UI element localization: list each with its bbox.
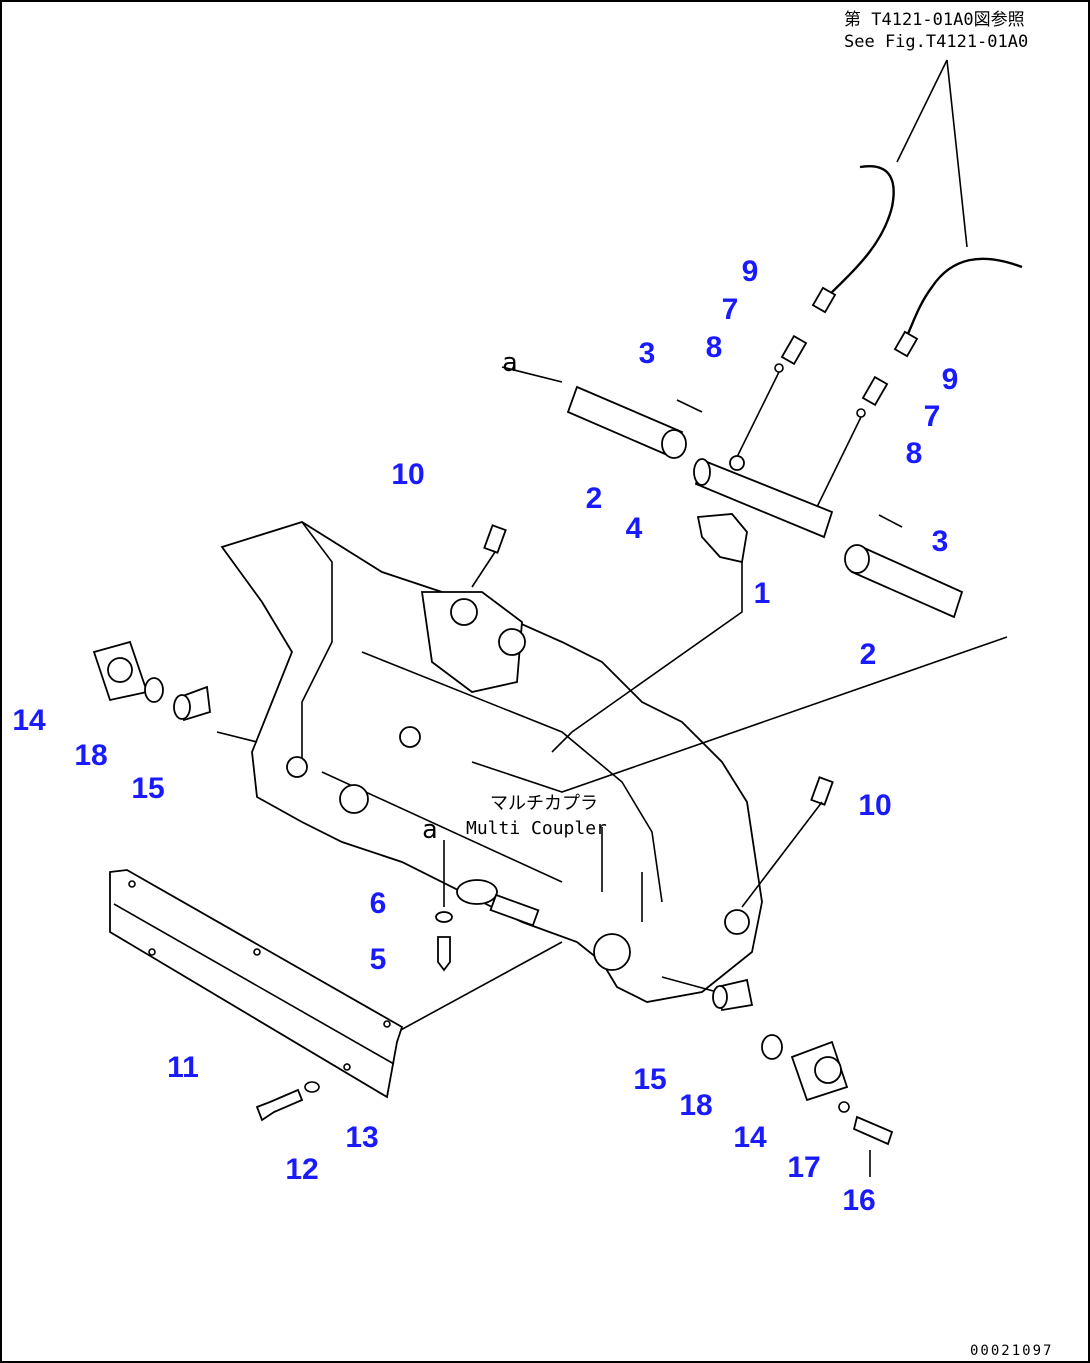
- hose-fittings: [736, 286, 919, 508]
- callout-number: 10: [858, 789, 892, 822]
- figure-code: 00021097: [970, 1343, 1054, 1359]
- reference-jp: 第 T4121-01A0図参照: [844, 10, 1025, 30]
- callout-number: 6: [369, 887, 387, 920]
- callout-number: 12: [285, 1153, 319, 1186]
- callout-number: 1: [753, 577, 771, 610]
- callout-number: 2: [859, 638, 877, 671]
- right-flange-parts: [712, 978, 894, 1177]
- reference-arrows: [821, 59, 1023, 348]
- callout-number: 16: [842, 1184, 876, 1217]
- cover-bolt-parts: [255, 1081, 320, 1122]
- reference-en: See Fig.T4121-01A0: [844, 32, 1029, 52]
- small-parts: [216, 524, 834, 993]
- callout-number: 8: [705, 331, 723, 364]
- cover-plate: [109, 869, 404, 1099]
- callout-number: 11: [167, 1051, 199, 1084]
- callout-number: 3: [931, 525, 949, 558]
- callout-number: 18: [74, 739, 108, 772]
- callout-number: 15: [131, 772, 165, 805]
- callout-number: 17: [787, 1151, 821, 1184]
- callout-number: 18: [679, 1089, 713, 1122]
- callout-number: 2: [585, 482, 603, 515]
- arrow-tag-a: a: [502, 348, 518, 378]
- callout-number: 9: [941, 363, 959, 396]
- callout-number: 9: [741, 255, 759, 288]
- coupler-leaders: [396, 562, 1008, 1033]
- pin-parts: [501, 366, 964, 619]
- callout-number: 10: [391, 458, 425, 491]
- callout-number: 7: [923, 400, 941, 433]
- callout-number: 3: [638, 337, 656, 370]
- callout-number: 7: [721, 293, 739, 326]
- callout-number: 8: [905, 437, 923, 470]
- callout-number: 14: [12, 704, 46, 737]
- arrow-tag-a: a: [422, 815, 438, 845]
- left-flange-parts: [92, 640, 211, 722]
- caption-en: Multi Coupler: [466, 818, 607, 839]
- frame-body: [220, 521, 763, 1003]
- cylinder-part: [693, 455, 834, 564]
- callout-number: 13: [345, 1121, 379, 1154]
- caption-jp: マルチカプラ: [490, 793, 598, 814]
- callout-number: 15: [633, 1063, 667, 1096]
- callout-number: 4: [625, 512, 643, 545]
- callout-number: 14: [733, 1121, 767, 1154]
- callout-number: 5: [369, 943, 387, 976]
